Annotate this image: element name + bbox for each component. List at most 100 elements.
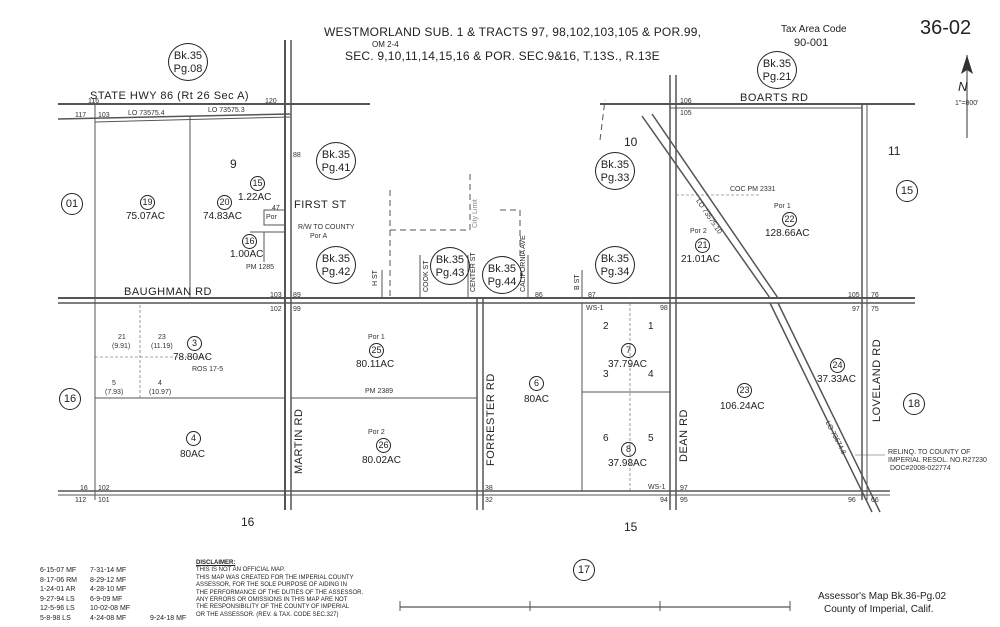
num-89: 89 bbox=[293, 292, 301, 299]
parcel-24-number[interactable]: 24 bbox=[830, 358, 845, 373]
note-relinq-1: RELINQ. TO COUNTY OF bbox=[888, 449, 971, 456]
road-martin: MARTIN RD bbox=[293, 408, 305, 474]
sub-lot-23-area: (11.19) bbox=[151, 343, 173, 350]
parcel-21-acres: 21.01AC bbox=[681, 254, 720, 265]
road-loveland: LOVELAND RD bbox=[871, 338, 883, 422]
num-16: 16 bbox=[80, 485, 88, 492]
history-entry bbox=[150, 566, 190, 576]
section-17: 17 bbox=[573, 559, 595, 581]
parcel-22-number[interactable]: 22 bbox=[782, 212, 797, 227]
disclaimer-line: OR THE ASSESSOR. (REV. & TAX. CODE SEC.3… bbox=[196, 611, 339, 618]
road-boarts: BOARTS RD bbox=[740, 92, 809, 104]
street-center: CENTER ST bbox=[470, 252, 477, 292]
parcel-16-number[interactable]: 16 bbox=[242, 234, 257, 249]
num-98: 98 bbox=[660, 305, 668, 312]
map-om: OM 2-4 bbox=[372, 40, 399, 49]
north-label: N bbox=[958, 79, 968, 94]
note-relinq-2: IMPERIAL RESOL. NO.R27230 bbox=[888, 457, 987, 464]
section-15-south: 15 bbox=[624, 520, 638, 534]
parcel-6-acres: 80AC bbox=[524, 394, 550, 405]
num-88: 88 bbox=[293, 152, 301, 159]
parcel-23-number[interactable]: 23 bbox=[737, 383, 752, 398]
note-coc-pm2331: COC PM 2331 bbox=[730, 186, 776, 193]
num-105: 105 bbox=[680, 110, 692, 117]
num-87: 87 bbox=[588, 292, 596, 299]
history-entry: 7-31-14 MF bbox=[90, 567, 127, 574]
sub-lot-21: 21 bbox=[118, 334, 126, 341]
note-lo-73575-4: LO 73575.4 bbox=[128, 110, 165, 117]
parcel-6-number[interactable]: 6 bbox=[529, 376, 544, 391]
num-112: 112 bbox=[75, 497, 87, 504]
section-10: 10 bbox=[624, 135, 638, 149]
note-por2-21: Por 2 bbox=[690, 228, 707, 235]
note-ws1-south: WS-1 bbox=[648, 484, 666, 491]
history-entry: 8-17-06 RM bbox=[40, 576, 77, 584]
hwy86-parcel-line bbox=[94, 116, 291, 123]
parcel-21-number[interactable]: 21 bbox=[695, 238, 710, 253]
street-b: B ST bbox=[574, 274, 581, 290]
num-97b: 97 bbox=[680, 485, 688, 492]
tax-area-code: 90-001 bbox=[794, 37, 829, 49]
parcel-4-acres: 80AC bbox=[180, 449, 206, 460]
num-76: 76 bbox=[871, 292, 879, 299]
num-116: 116 bbox=[88, 98, 100, 105]
parcel-4-number[interactable]: 4 bbox=[186, 431, 201, 446]
num-47: 47 bbox=[272, 205, 280, 212]
disclaimer-line: ASSESSOR, FOR THE SOLE PURPOSE OF AIDING… bbox=[196, 582, 347, 589]
history-entry: 1-24-01 AR bbox=[40, 586, 76, 594]
history-entry: 4-24-08 MF bbox=[90, 614, 127, 622]
parcel-16-acres: 1.00AC bbox=[230, 249, 264, 260]
sub-lot-23: 23 bbox=[158, 334, 166, 341]
parcel-26-number[interactable]: 26 bbox=[376, 438, 391, 453]
parcel-15-acres: 1.22AC bbox=[238, 192, 272, 203]
parcel-24-acres: 37.33AC bbox=[817, 374, 856, 385]
parcel-25-number[interactable]: 25 bbox=[369, 343, 384, 358]
history-entry: 9-27-94 LS bbox=[40, 595, 75, 603]
footer-map-ref: Assessor's Map Bk.36-Pg.02 bbox=[818, 591, 947, 602]
parcel-25-acres: 80.11AC bbox=[356, 359, 395, 370]
parcel-8-number[interactable]: 8 bbox=[621, 442, 636, 457]
road-state-hwy-86: STATE HWY 86 (Rt 26 Sec A) bbox=[90, 90, 250, 102]
lot-15-outline bbox=[263, 209, 286, 226]
num-97: 97 bbox=[852, 306, 860, 313]
num-66: 66 bbox=[871, 497, 879, 504]
lot-2: 2 bbox=[603, 321, 609, 332]
num-103b: 103 bbox=[270, 292, 282, 299]
diagonal-line-c bbox=[769, 302, 873, 513]
lot-5: 5 bbox=[648, 433, 654, 444]
section-16-west: 16 bbox=[59, 388, 81, 410]
street-h: H ST bbox=[372, 270, 379, 286]
disclaimer-heading: DISCLAIMER: bbox=[196, 560, 236, 566]
num-120: 120 bbox=[265, 98, 277, 105]
sub-lot-5-area: (7.93) bbox=[105, 389, 124, 396]
parcel-15-number[interactable]: 15 bbox=[250, 176, 265, 191]
parcel-19-number[interactable]: 19 bbox=[140, 195, 155, 210]
history-entry: 8-29-12 MF bbox=[90, 576, 127, 584]
lot-3: 3 bbox=[603, 369, 609, 380]
note-rw-por-a: Por A bbox=[310, 233, 328, 240]
disclaimer-line: ANY ERRORS OR OMISSIONS IN THIS MAP ARE … bbox=[196, 597, 348, 604]
num-95: 95 bbox=[680, 497, 688, 504]
lot-6: 6 bbox=[603, 433, 609, 444]
city-limit-label: City Limit bbox=[472, 199, 479, 228]
disclaimer-line: THE RESPONSIBILITY OF THE COUNTY OF IMPE… bbox=[196, 604, 350, 611]
section-9: 9 bbox=[230, 157, 237, 171]
history-entry: 4-28-10 MF bbox=[90, 586, 127, 594]
disclaimer-line: THE PERFORMANCE OF THE DUTIES OF THE ASS… bbox=[196, 589, 364, 596]
revision-history: 6-15-07 MF 7-31-14 MF 8-17-06 RM 8-29-12… bbox=[40, 566, 190, 624]
parcel-7-number[interactable]: 7 bbox=[621, 343, 636, 358]
disclaimer-line: THIS IS NOT AN OFFICIAL MAP. bbox=[196, 567, 285, 574]
sub-lot-5: 5 bbox=[112, 380, 116, 387]
parcel-20-number[interactable]: 20 bbox=[217, 195, 232, 210]
parcel-3-number[interactable]: 3 bbox=[187, 336, 202, 351]
history-entry: 10-02-08 MF bbox=[90, 605, 131, 613]
